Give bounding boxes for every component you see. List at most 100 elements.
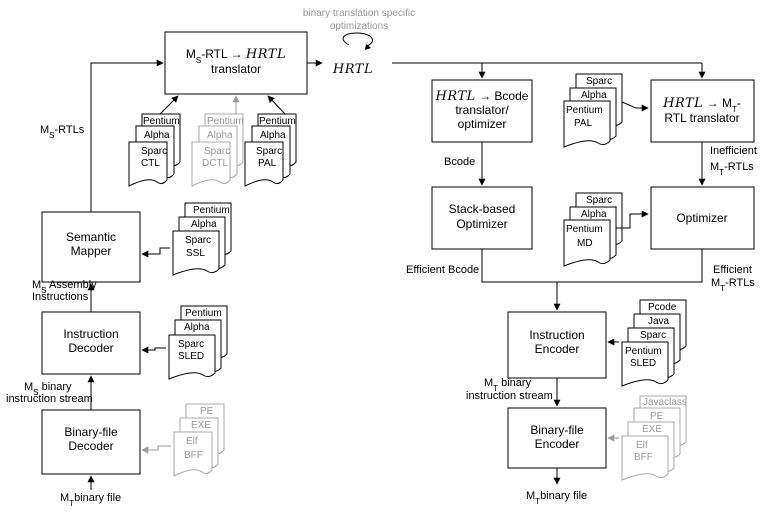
inefficient-label-line1: Inefficient	[710, 145, 757, 157]
doc-sled-l-3: Sparc	[178, 339, 204, 350]
doc-sled-r-4: Pentium	[625, 346, 662, 357]
doc-sled-r-3: Sparc	[640, 330, 666, 341]
doc-sled-l-2: Alpha	[184, 322, 210, 333]
doc-pal-l-4: PAL	[258, 158, 277, 169]
inefficient-label-line2: MT-RTLs	[710, 161, 754, 177]
ms-rtls-label: MS-RTLs	[40, 124, 85, 140]
bcode-label: Bcode	[444, 156, 475, 168]
doc-bff-l-4: BFF	[184, 450, 203, 461]
stack-optimizer-line2: Optimizer	[456, 217, 507, 231]
binary-file-decoder-line1: Binary-file	[64, 425, 118, 439]
doc-stack-sled-right: Pcode Java Sparc Pentium SLED	[621, 299, 687, 387]
instruction-encoder-box	[507, 311, 607, 379]
doc-bff-l-1: PE	[200, 406, 214, 417]
doc-md-2: Alpha	[581, 209, 607, 220]
optimizer-label: Optimizer	[676, 211, 727, 225]
instruction-decoder-line1: Instruction	[63, 327, 118, 341]
doc-ctl-3: Sparc	[141, 146, 167, 157]
semantic-mapper-line2: Mapper	[71, 244, 112, 258]
ms-rtl-translator-line1: MS-RTL → HRTL	[186, 47, 286, 65]
ms-assembly-label-line2: Instructions	[32, 291, 89, 303]
doc-stack-md: Sparc Alpha Pentium MD	[563, 192, 623, 267]
doc-sled-l-4: SLED	[178, 351, 204, 362]
doc-ssl-3: Sparc	[185, 235, 211, 246]
doc-bff-r-2: PE	[650, 411, 664, 422]
ms-rtl-translator-box	[164, 31, 308, 95]
doc-dctl-4: DCTL	[202, 158, 229, 169]
doc-stack-dctl: Pentium Alpha Sparc DCTL	[191, 113, 244, 187]
mt-binary-file-right: MTbinary file	[526, 490, 587, 506]
bcode-translator-line1: HRTL → Bcode	[435, 89, 529, 104]
arrow-mapper-to-translator	[90, 59, 164, 212]
efficient-mt-line2: MT-RTLs	[711, 277, 755, 293]
binary-file-encoder-line2: Encoder	[535, 437, 580, 451]
mt-binary-label-line2: instruction stream	[466, 390, 553, 402]
instruction-decoder-line2: Decoder	[68, 341, 113, 355]
stack-optimizer-box	[431, 186, 533, 250]
bcode-translator-line2: translator/	[455, 103, 509, 117]
binary-file-decoder-line2: Decoder	[68, 439, 113, 453]
doc-bff-r-1: Javaclass	[643, 397, 687, 408]
doc-bff-r-4: Elf	[636, 440, 648, 451]
doc-stack-pal-left: Pentium Alpha Sparc PAL	[244, 113, 297, 187]
mt-rtl-translator-line2: RTL translator	[664, 111, 739, 125]
doc-stack-sled-left: Pentium Alpha Sparc SLED	[168, 305, 228, 380]
doc-stack-bff-right: Javaclass PE EXE Elf BFF	[621, 395, 687, 481]
ms-assembly-label: MS Assembly	[32, 279, 97, 295]
bcode-translator-line3: optimizer	[458, 117, 507, 131]
efficient-mt-line1: Efficient	[713, 264, 752, 276]
doc-dctl-2: Alpha	[207, 130, 233, 141]
arrow-bff-to-decoder	[141, 445, 171, 454]
arrow-ssl-to-mapper	[141, 247, 170, 258]
arrow-ctl-to-translator	[159, 95, 179, 115]
semantic-mapper-line1: Semantic	[66, 230, 116, 244]
doc-ssl-2: Alpha	[191, 219, 217, 230]
doc-md-1: Sparc	[586, 195, 612, 206]
doc-md-4: MD	[577, 238, 593, 249]
top-note-line2: optimizations	[330, 21, 388, 32]
doc-sled-r-2: Java	[648, 316, 670, 327]
doc-pal-l-2: Alpha	[260, 130, 286, 141]
instruction-decoder-box	[41, 311, 141, 375]
arrow-pal-to-mt-translator	[621, 101, 649, 112]
doc-ctl-1: Pentium	[143, 116, 180, 127]
ms-rtl-translator-line2: translator	[211, 62, 261, 76]
doc-stack-ctl: Pentium Alpha Sparc CTL	[128, 113, 181, 187]
ms-binary-label: MS binary	[24, 381, 72, 397]
doc-pal-r-3: Pentium	[566, 105, 603, 116]
doc-pal-r-2: Alpha	[581, 90, 607, 101]
efficient-bcode-label: Efficient Bcode	[406, 264, 479, 276]
doc-pal-l-1: Pentium	[259, 116, 296, 127]
optimizer-box	[650, 186, 755, 250]
binary-file-encoder-box	[507, 407, 607, 469]
doc-ssl-1: Pentium	[193, 205, 230, 216]
doc-pal-l-3: Sparc	[256, 146, 282, 157]
arrow-sled-to-decoder	[141, 346, 166, 354]
self-loop-arrowhead	[365, 44, 371, 50]
arrow-pal-to-translator	[267, 95, 286, 115]
doc-md-3: Pentium	[566, 224, 603, 235]
doc-bff-l-3: Elf	[186, 436, 198, 447]
mt-binary-label: MT binary	[484, 377, 532, 393]
doc-ctl-2: Alpha	[144, 130, 170, 141]
hrtl-label: HRTL	[332, 62, 373, 77]
doc-bff-r-5: BFF	[634, 452, 653, 463]
doc-stack-bff-left: PE EXE Elf BFF	[173, 403, 225, 477]
self-loop-arrow	[342, 32, 373, 47]
ms-binary-label-line2: instruction stream	[6, 393, 93, 405]
arrow-md-to-optimizer	[616, 210, 649, 229]
mt-binary-file-left: MTbinary file	[60, 492, 121, 508]
doc-dctl-1: Pentium	[207, 116, 244, 127]
doc-dctl-3: Sparc	[204, 146, 230, 157]
doc-ssl-4: SSL	[186, 248, 205, 259]
binary-file-decoder-box	[41, 409, 141, 475]
doc-stack-pal-right: Sparc Alpha Pentium PAL	[563, 73, 623, 148]
bcode-translator-box	[431, 79, 533, 143]
doc-sled-l-1: Pentium	[185, 308, 222, 319]
merge-line	[481, 249, 703, 283]
doc-stack-ssl: Pentium Alpha Sparc SSL	[172, 202, 232, 276]
mt-rtl-translator-line1: HRTL → MT-	[662, 96, 741, 114]
top-note-line1: binary translation specific	[303, 8, 415, 19]
doc-sled-r-5: SLED	[630, 358, 656, 369]
doc-pal-r-4: PAL	[574, 118, 593, 129]
